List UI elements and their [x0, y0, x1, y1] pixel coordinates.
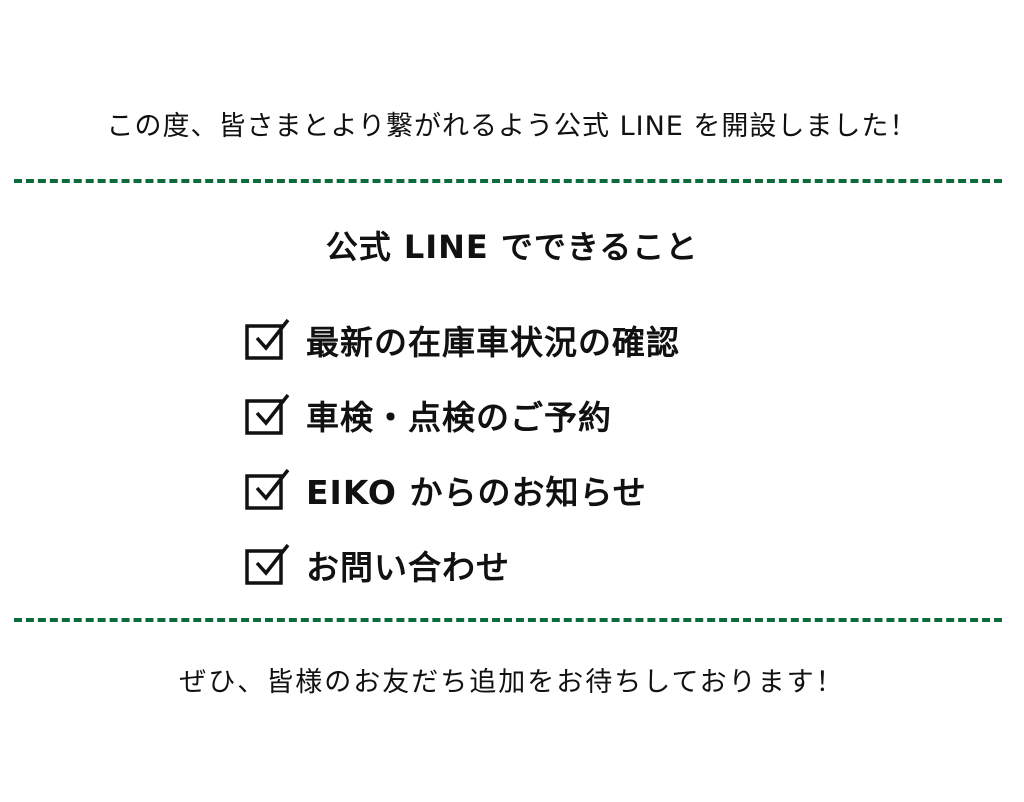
checkbox-checked-icon — [245, 468, 290, 510]
checkbox-checked-icon — [245, 393, 290, 435]
intro-text: この度、皆さまとより繋がれるよう公式 LINE を開設しました！ — [106, 111, 918, 142]
list-item: お問い合わせ — [244, 527, 680, 602]
list-item: EIKO からのお知らせ — [244, 452, 680, 527]
section-heading: 公式 LINE でできること — [325, 228, 699, 266]
dashed-divider-bottom — [14, 618, 1002, 622]
list-item-label: 最新の在庫車状況の確認 — [306, 322, 680, 362]
checkbox-checked-icon — [245, 318, 290, 360]
list-item-label: お問い合わせ — [306, 547, 510, 587]
feature-list: 最新の在庫車状況の確認 車検・点検のご予約 EIKO からのお知らせ お問い合わ… — [244, 302, 680, 602]
list-item: 車検・点検のご予約 — [244, 377, 680, 452]
dashed-divider-top — [14, 179, 1002, 183]
list-item-label: 車検・点検のご予約 — [306, 397, 612, 437]
list-item-label: EIKO からのお知らせ — [306, 472, 647, 512]
list-item: 最新の在庫車状況の確認 — [244, 302, 680, 377]
checkbox-checked-icon — [245, 543, 290, 585]
outro-text: ぜひ、皆様のお友だち追加をお待ちしております！ — [179, 667, 845, 698]
